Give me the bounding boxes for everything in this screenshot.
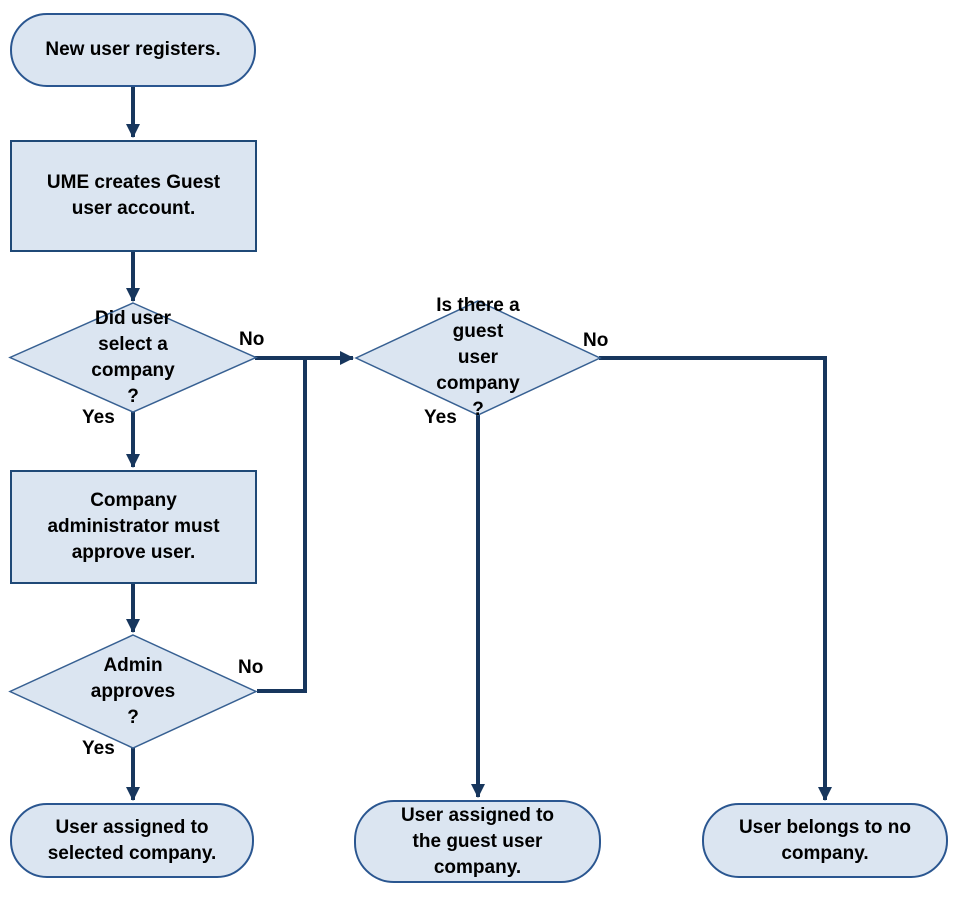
- node-admin-approves-label: Admin approves ?: [90, 654, 176, 728]
- node-company-admin: Company administrator must approve user.: [10, 470, 257, 584]
- node-assigned-guest-label: User assigned to the guest user company.: [400, 804, 555, 878]
- edge-label-guest-company-no: No: [583, 330, 609, 351]
- edge-label-select-company-no: No: [239, 329, 265, 350]
- node-no-company: User belongs to no company.: [702, 803, 948, 878]
- node-select-company: Did user select a company ?: [10, 303, 256, 412]
- decision-select-company-shape: [8, 302, 258, 413]
- connector-admin-approves-no-junction: [257, 357, 307, 693]
- node-start: New user registers.: [10, 13, 256, 87]
- decision-guest-company-shape: [354, 300, 602, 416]
- node-guest-company-label: Is there a guest user company ?: [436, 295, 520, 420]
- node-company-admin-label: Company administrator must approve user.: [47, 490, 220, 563]
- node-create-guest-label: UME creates Guest user account.: [46, 172, 221, 219]
- edge-label-guest-company-yes: Yes: [424, 407, 457, 428]
- node-assigned-selected: User assigned to selected company.: [10, 803, 254, 878]
- decision-admin-approves-shape: [8, 634, 258, 749]
- node-admin-approves: Admin approves ?: [10, 635, 256, 748]
- edge-label-admin-approves-yes: Yes: [82, 738, 115, 759]
- node-select-company-label: Did user select a company ?: [91, 307, 175, 407]
- node-assigned-guest: User assigned to the guest user company.: [354, 800, 601, 883]
- edge-label-admin-approves-no: No: [238, 657, 264, 678]
- node-create-guest: UME creates Guest user account.: [10, 140, 257, 252]
- node-start-label: New user registers.: [45, 39, 221, 60]
- connector-guest-company-no-to-no-company: [599, 356, 832, 801]
- edge-label-select-company-yes: Yes: [82, 407, 115, 428]
- node-guest-company: Is there a guest user company ?: [356, 295, 600, 420]
- node-no-company-label: User belongs to no company.: [738, 816, 912, 864]
- node-assigned-selected-label: User assigned to selected company.: [47, 816, 217, 864]
